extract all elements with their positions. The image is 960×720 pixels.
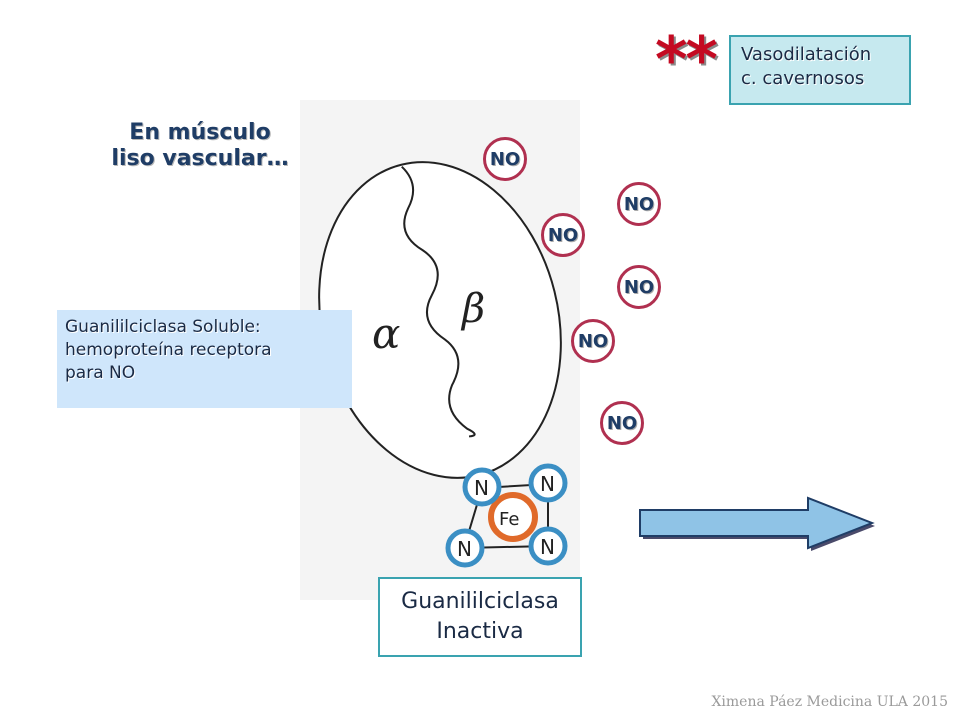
no-molecule: NO <box>617 182 661 226</box>
description-line: hemoproteína receptora <box>65 340 272 360</box>
nitrogen-label: N <box>540 535 555 559</box>
soluble-gc-description: Guanililciclasa Soluble: hemoproteína re… <box>57 310 352 408</box>
author-credit: Ximena Páez Medicina ULA 2015 <box>711 694 948 710</box>
heading-line: liso vascular… <box>111 146 289 171</box>
nitrogen-label: N <box>474 476 489 500</box>
nitrogen-label: N <box>457 537 472 561</box>
heme-group: Fe N N N N <box>445 463 568 568</box>
nitrogen-label: N <box>540 472 555 496</box>
heading-line: En músculo <box>129 120 271 145</box>
no-molecule: NO <box>600 401 644 445</box>
alpha-label: α <box>372 309 400 358</box>
no-molecule: NO <box>571 319 615 363</box>
beta-label: β <box>460 286 485 332</box>
no-molecule: NO <box>483 137 527 181</box>
iron-label: Fe <box>499 509 519 530</box>
label-line: Guanililciclasa <box>401 589 559 614</box>
vasodilatation-callout: Vasodilatación c. cavernosos <box>729 35 911 105</box>
nitrogen-ring <box>528 463 568 503</box>
no-molecule: NO <box>617 265 661 309</box>
emphasis-stars: ** <box>655 23 718 96</box>
enzyme-subunits <box>318 161 562 479</box>
iron-ring <box>488 492 538 542</box>
subunit-divider <box>401 165 476 438</box>
no-molecule: NO <box>541 213 585 257</box>
callout-line: c. cavernosos <box>741 68 865 89</box>
nitrogen-ring <box>528 526 568 566</box>
right-arrow-icon <box>639 496 875 551</box>
nitrogen-ring <box>445 528 485 568</box>
label-line: Inactiva <box>436 619 524 644</box>
description-line: para NO <box>65 363 136 383</box>
inactive-gc-label: Guanililciclasa Inactiva <box>378 577 582 657</box>
description-line: Guanililciclasa Soluble: <box>65 317 261 337</box>
callout-line: Vasodilatación <box>741 44 872 65</box>
context-heading: En músculo liso vascular… <box>90 120 310 172</box>
nitrogen-ring <box>462 467 502 507</box>
